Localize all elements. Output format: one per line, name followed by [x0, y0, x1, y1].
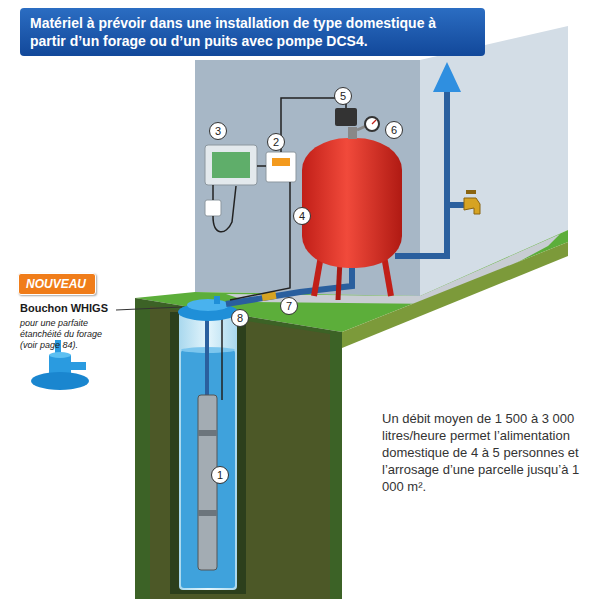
pressure-gauge: [365, 117, 379, 131]
callout-circle: 2: [267, 133, 285, 151]
new-badge: NOUVEAU: [18, 273, 96, 295]
borehole: [170, 312, 246, 594]
info-text: Un débit moyen de 1 500 à 3 000 litres/h…: [382, 410, 592, 495]
callout-number: 2: [273, 136, 279, 148]
callout-number: 8: [237, 312, 243, 324]
gauge-needle: [372, 120, 376, 124]
pump-band: [198, 430, 217, 436]
cap-thumb-top: [49, 352, 71, 358]
cap-thumb-nozzle: [69, 362, 86, 370]
callout-number: 3: [215, 125, 221, 137]
back-wall: [195, 60, 420, 296]
flow-arrow: [433, 62, 461, 92]
tank-fitting: [348, 127, 357, 139]
callout-circle: 5: [334, 87, 352, 105]
control-box: [205, 145, 257, 185]
pump-band: [198, 510, 217, 516]
protection-box: [266, 152, 296, 182]
pressure-tank: [302, 138, 402, 268]
well-cap-top: [187, 299, 229, 311]
callout-circle: 4: [293, 207, 311, 225]
callout-circle: 1: [211, 466, 229, 484]
ground-front: [135, 298, 342, 599]
well-cap-nozzle: [214, 296, 220, 304]
casing-tube: [179, 312, 237, 590]
part-note: pour une parfaite étanchéité du forage (…: [20, 318, 120, 351]
pressure-switch: [335, 108, 357, 126]
callout-number: 4: [299, 210, 305, 222]
leader-line: [116, 307, 182, 310]
outlet-pipe: [395, 90, 447, 256]
cable: [281, 98, 346, 152]
pump-feed-cable: [230, 182, 290, 300]
callout-circle: 3: [209, 122, 227, 140]
circuit-board: [212, 152, 250, 178]
cable: [257, 165, 266, 167]
callout-circle: 8: [231, 309, 249, 327]
soil-cutaway: [150, 306, 330, 599]
callout-circle: 7: [280, 297, 298, 315]
socket: [205, 200, 221, 216]
part-name: Bouchon WHIGS: [20, 302, 108, 314]
title-banner: Matériel à prévoir dans une installation…: [20, 8, 485, 56]
display: [272, 158, 290, 166]
tap: [464, 198, 480, 214]
cable: [212, 185, 214, 200]
callout-number: 7: [286, 300, 292, 312]
callout-number: 1: [217, 469, 223, 481]
badge-text: NOUVEAU: [26, 277, 86, 291]
tap-handle: [466, 190, 476, 194]
callout-number: 6: [391, 124, 397, 136]
pump-cable: [221, 316, 223, 400]
callout-circle: 6: [385, 121, 403, 139]
cable: [213, 186, 236, 232]
cap-thumb-disk: [31, 372, 89, 390]
callout-number: 5: [340, 90, 346, 102]
riser-pipe: [205, 318, 209, 396]
